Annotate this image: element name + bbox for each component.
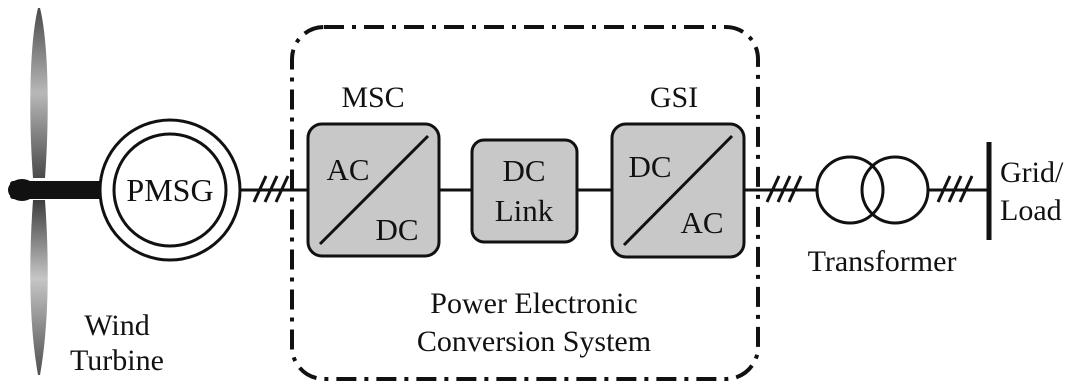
msc-title: MSC <box>341 81 404 114</box>
three-phase-marks-2 <box>765 175 803 203</box>
msc-ac-label: AC <box>326 152 369 187</box>
conversion-system-label-line1: Power Electronic <box>430 287 637 320</box>
wind-turbine-label-line1: Wind <box>84 309 149 342</box>
pmsg-label: PMSG <box>126 172 213 208</box>
gsi-dc-label: DC <box>628 149 671 184</box>
msc-dc-label: DC <box>375 212 418 247</box>
dc-link-line2: Link <box>495 193 554 228</box>
lower-blade <box>30 200 48 375</box>
dc-link-block <box>470 138 579 244</box>
gsi-ac-label: AC <box>680 205 723 240</box>
transformer-secondary-coil <box>860 155 930 225</box>
turbine-shaft <box>10 181 112 199</box>
msc-diagonal <box>318 134 430 246</box>
gsi-diagonal <box>622 134 734 247</box>
upper-blade <box>30 8 48 178</box>
transformer-primary-coil <box>815 155 885 225</box>
gsi-title: GSI <box>650 81 698 114</box>
transformer-label: Transformer <box>808 245 957 278</box>
conversion-system-label-line2: Conversion System <box>417 325 651 358</box>
wind-turbine-label-line2: Turbine <box>70 344 164 377</box>
turbine-hub <box>8 179 36 201</box>
three-phase-marks-3 <box>936 175 974 203</box>
dc-link-line1: DC <box>502 153 545 188</box>
grid-label-line1: Grid/ <box>1000 156 1064 189</box>
grid-label-line2: Load <box>1000 194 1062 227</box>
conversion-system-boundary <box>290 25 760 381</box>
wind-turbine-blades <box>30 8 48 375</box>
pmsg-inner-ring <box>112 132 228 248</box>
three-phase-marks-1 <box>252 175 290 203</box>
